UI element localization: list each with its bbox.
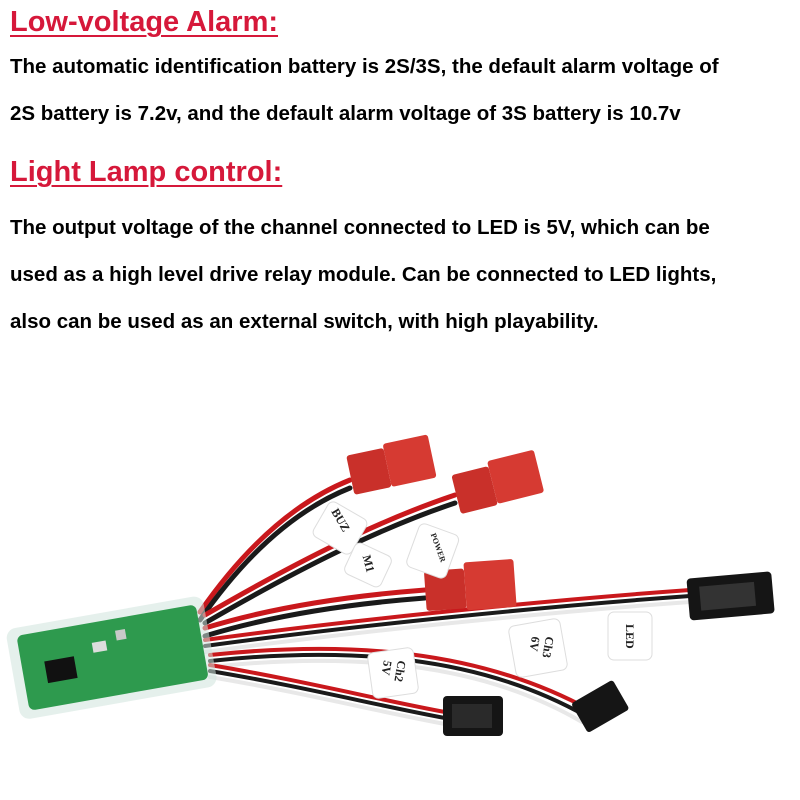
- led-connector-icon: [686, 571, 775, 621]
- circuit-board: [6, 596, 217, 719]
- lamp-line-1: The output voltage of the channel connec…: [10, 216, 710, 239]
- label-ch3-volt: 6V: [526, 635, 542, 652]
- label-ch3: Ch3: [539, 635, 556, 658]
- motor-plug-icon: [451, 450, 544, 514]
- lamp-heading: Light Lamp control:: [10, 156, 283, 188]
- label-led: LED: [623, 624, 637, 649]
- alarm-line-2: 2S battery is 7.2v, and the default alar…: [10, 102, 681, 125]
- wires: [197, 477, 692, 726]
- lamp-line-2: used as a high level drive relay module.…: [10, 263, 717, 286]
- chip-icon: [44, 656, 78, 684]
- buzzer-plug-icon: [346, 434, 437, 495]
- label-ch2: Ch2: [391, 659, 408, 682]
- servo-connectors: [443, 571, 775, 736]
- wire-labels: BUZ M1 POWER LED Ch3 6V Ch2 5V: [312, 501, 653, 699]
- alarm-line-1: The automatic identification battery is …: [10, 55, 719, 78]
- ch3-connector-icon: [572, 680, 629, 733]
- red-plugs: [346, 434, 544, 611]
- product-photo: BUZ M1 POWER LED Ch3 6V Ch2 5V: [6, 434, 775, 736]
- lamp-line-3: also can be used as an external switch, …: [10, 310, 599, 333]
- label-ch2-volt: 5V: [378, 659, 394, 676]
- power-plug-icon: [424, 559, 517, 611]
- ch2-connector-icon: [443, 696, 503, 736]
- alarm-heading: Low-voltage Alarm:: [10, 6, 279, 38]
- label-m1: M1: [360, 553, 378, 573]
